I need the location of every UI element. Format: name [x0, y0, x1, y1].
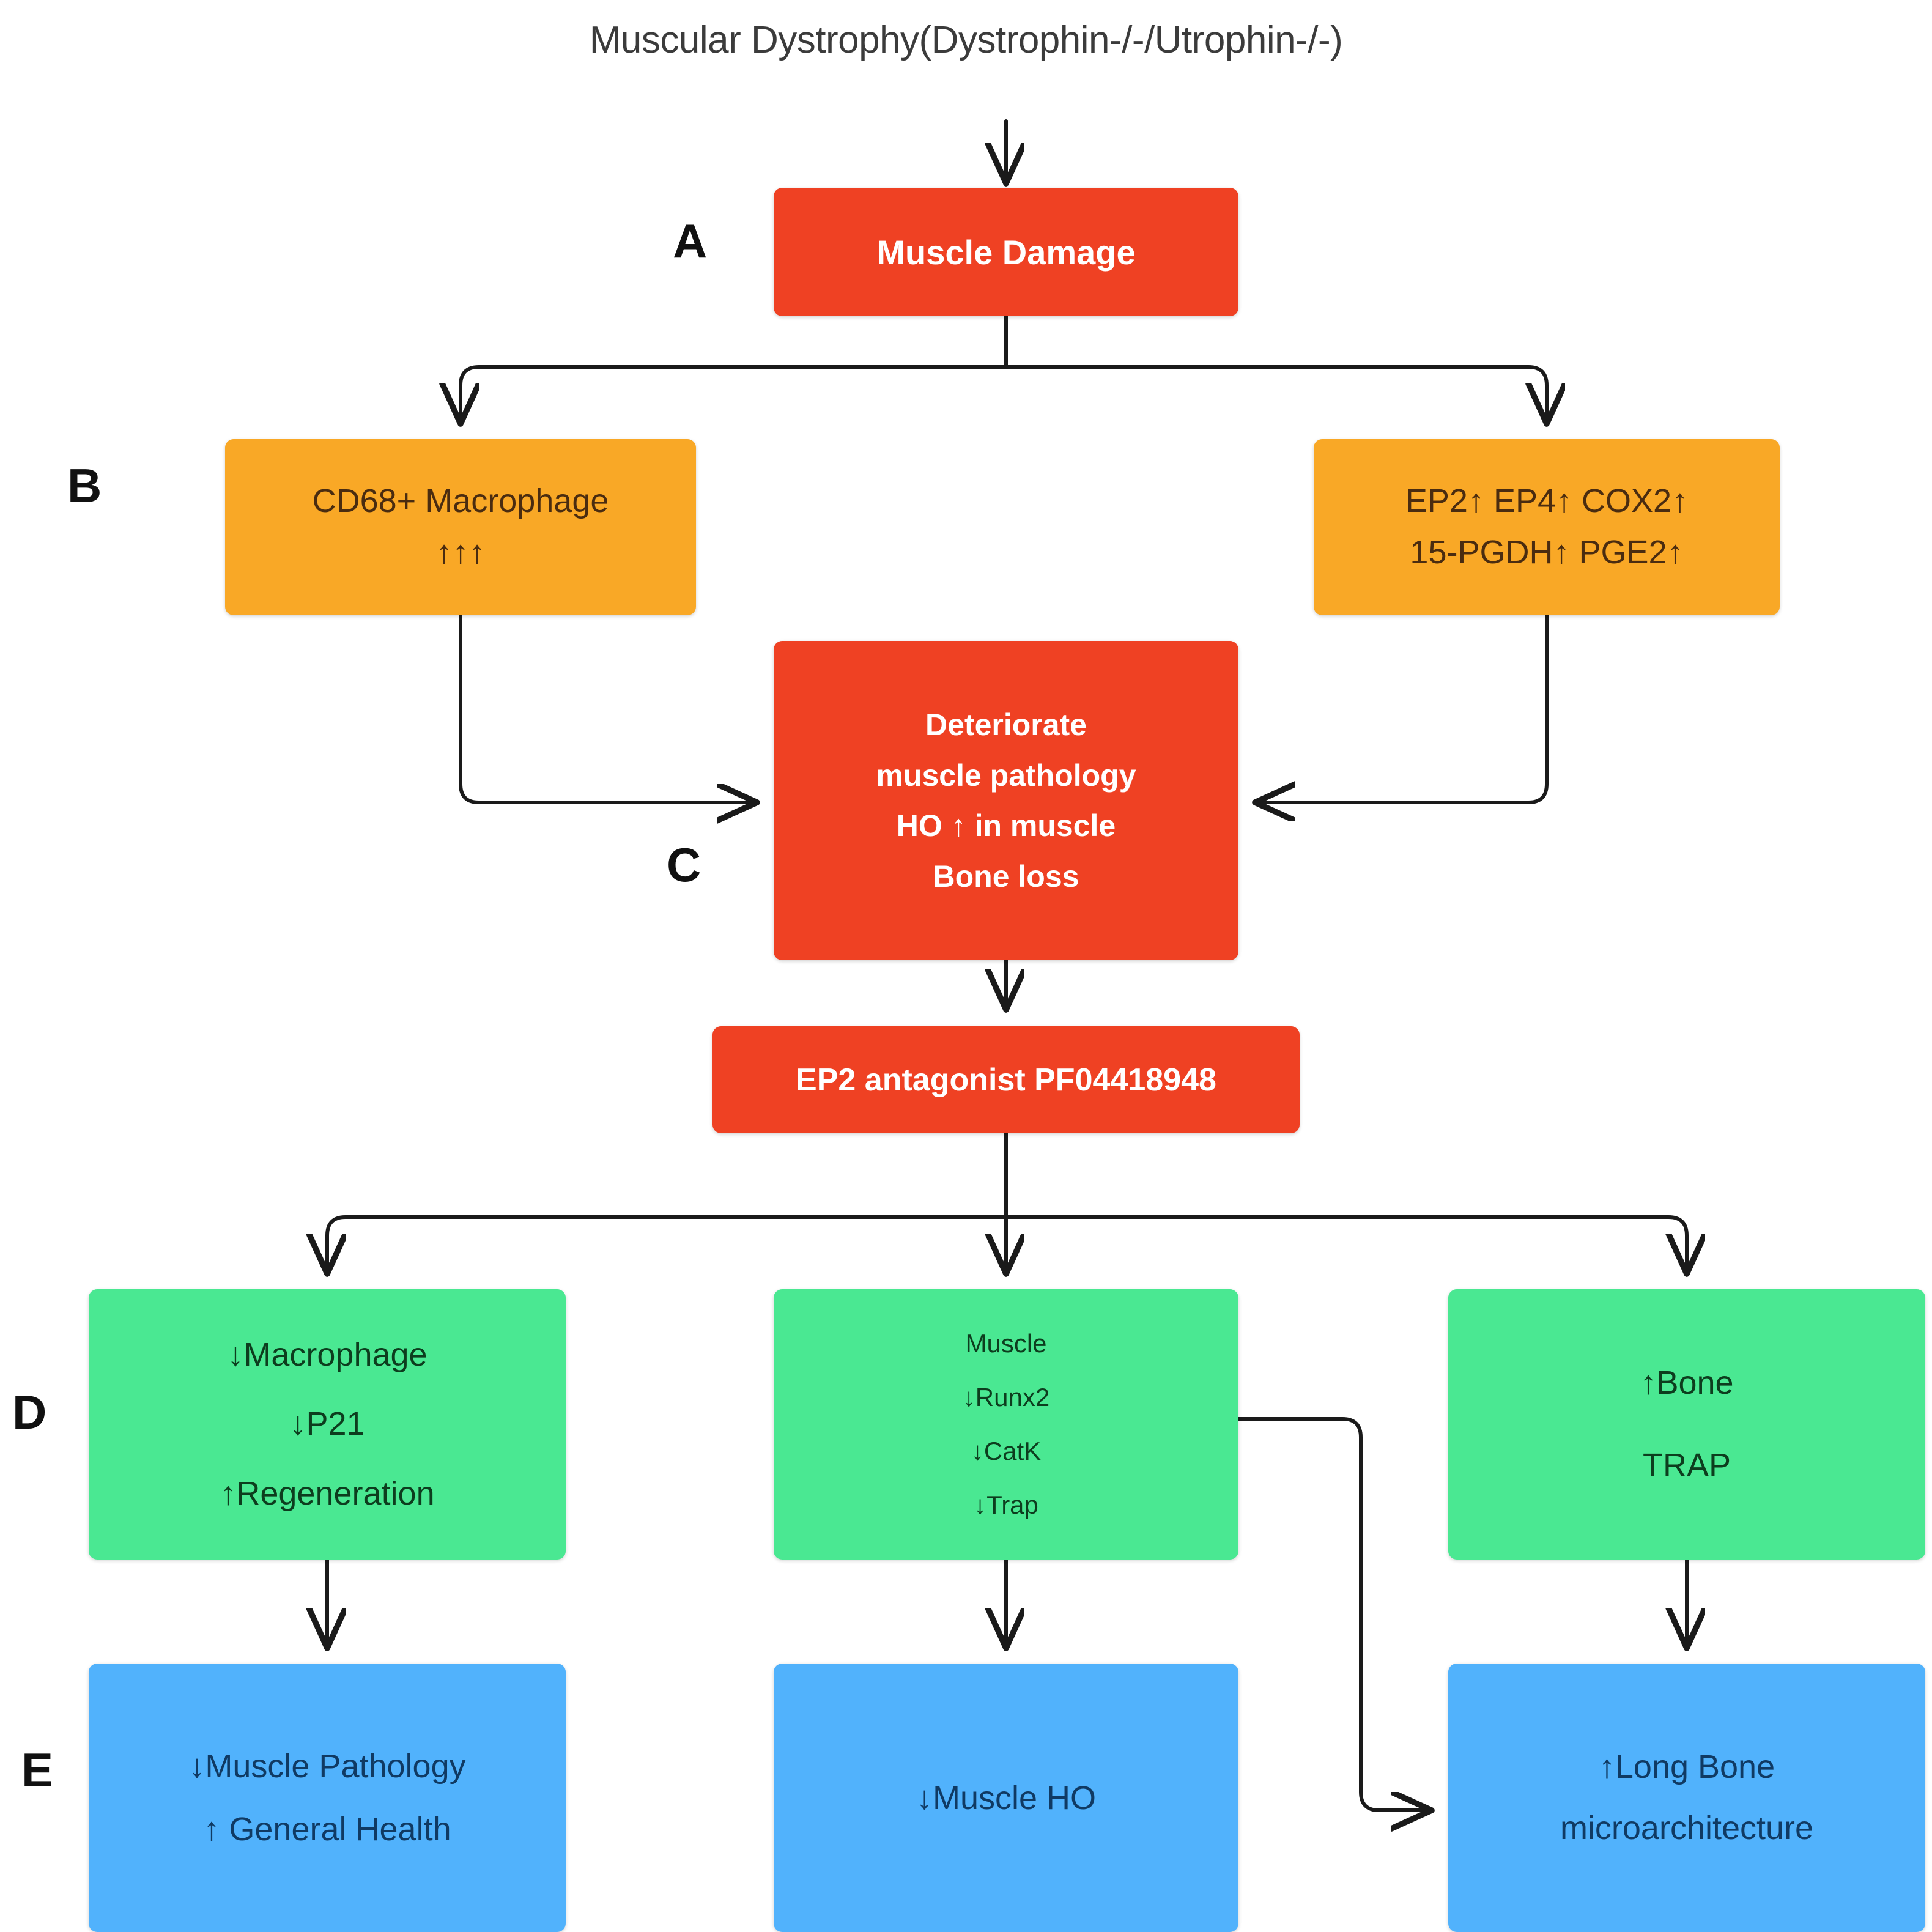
- node-line: 15-PGDH↑ PGE2↑: [1410, 534, 1684, 571]
- edge-antagonist-to-d1: [327, 1215, 1008, 1272]
- node-line: ↓CatK: [971, 1437, 1042, 1465]
- node-line: CD68+ Macrophage: [312, 483, 609, 520]
- node-line: ↓Runx2: [962, 1382, 1050, 1412]
- node-cd68-macrophage[interactable]: CD68+ Macrophage ↑↑↑: [225, 439, 696, 615]
- node-d-muscle-markers[interactable]: Muscle ↓Runx2 ↓CatK ↓Trap: [774, 1289, 1238, 1560]
- node-line: ↑Long Bone: [1598, 1748, 1775, 1785]
- edge-antagonist-to-d3: [1004, 1215, 1687, 1272]
- node-d-bone-trap[interactable]: ↑Bone TRAP: [1448, 1289, 1925, 1560]
- panel-letter-c: C: [667, 838, 701, 892]
- edge-cd68-to-deteriorate: [459, 613, 755, 802]
- node-line: Bone loss: [933, 859, 1079, 894]
- edge-ep2up-to-deteriorate: [1257, 613, 1549, 802]
- node-line: ↓P21: [289, 1405, 365, 1443]
- edge-damage-to-ep2up: [1004, 365, 1547, 422]
- node-line-arrows: ↑↑↑: [435, 534, 486, 571]
- node-ep2-antagonist[interactable]: EP2 antagonist PF04418948: [712, 1026, 1300, 1133]
- node-line: ↑Bone: [1640, 1364, 1734, 1401]
- node-e-muscle-ho[interactable]: ↓Muscle HO: [774, 1664, 1238, 1932]
- node-deteriorate-pathology[interactable]: Deteriorate muscle pathology HO ↑ in mus…: [774, 641, 1238, 960]
- node-line: HO ↑ in muscle: [896, 809, 1116, 843]
- node-line: Deteriorate: [925, 708, 1087, 742]
- node-line: ↓Muscle HO: [916, 1779, 1097, 1816]
- panel-letter-a: A: [673, 214, 708, 268]
- node-line: TRAP: [1642, 1447, 1731, 1484]
- page-title: Muscular Dystrophy(Dystrophin-/-/Utrophi…: [589, 19, 1343, 61]
- node-line: ↓Macrophage: [227, 1336, 427, 1373]
- node-line: ↓Trap: [974, 1490, 1038, 1520]
- panel-letter-d: D: [12, 1385, 47, 1439]
- edge-d2-to-e3: [1237, 1417, 1430, 1810]
- node-line: Muscle: [965, 1328, 1047, 1358]
- node-e-muscle-pathology[interactable]: ↓Muscle Pathology ↑ General Health: [89, 1664, 566, 1932]
- node-line: EP2↑ EP4↑ COX2↑: [1405, 483, 1689, 520]
- node-line: Muscle Damage: [876, 232, 1136, 272]
- node-ep2-upregulated[interactable]: EP2↑ EP4↑ COX2↑ 15-PGDH↑ PGE2↑: [1314, 439, 1780, 615]
- edge-damage-to-cd68: [461, 365, 1008, 422]
- node-line: ↑ General Health: [203, 1810, 451, 1848]
- node-line: EP2 antagonist PF04418948: [796, 1062, 1216, 1098]
- node-line: microarchitecture: [1560, 1809, 1814, 1846]
- node-line: ↑Regeneration: [220, 1475, 435, 1512]
- node-e-long-bone[interactable]: ↑Long Bone microarchitecture: [1448, 1664, 1925, 1932]
- node-muscle-damage[interactable]: Muscle Damage: [774, 188, 1238, 316]
- node-d-macrophage-regeneration[interactable]: ↓Macrophage ↓P21 ↑Regeneration: [89, 1289, 566, 1560]
- node-line: ↓Muscle Pathology: [188, 1747, 466, 1785]
- panel-letter-b: B: [67, 459, 102, 513]
- panel-letter-e: E: [21, 1743, 54, 1797]
- node-line: muscle pathology: [876, 758, 1136, 793]
